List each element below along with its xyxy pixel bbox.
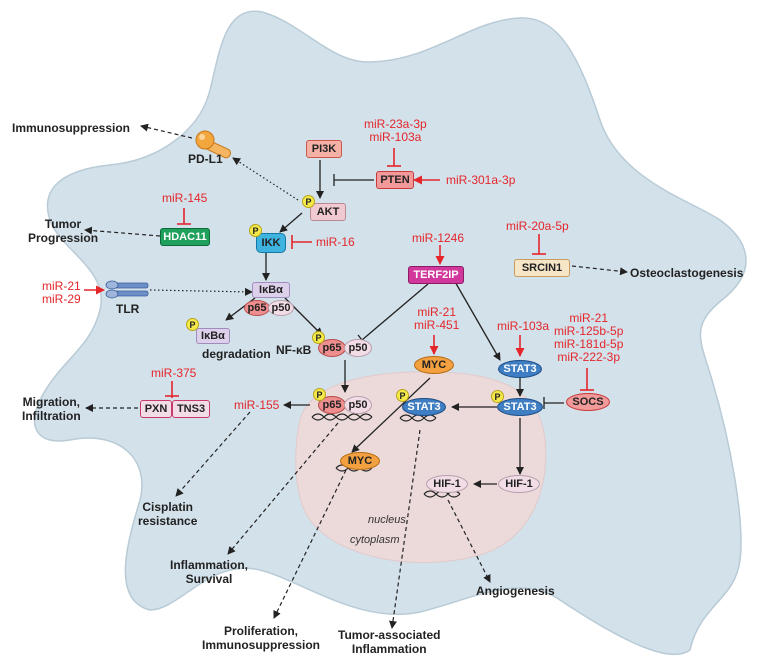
output-migration-infiltration: Migration, Infiltration: [22, 395, 81, 423]
arrow-nfkb-inflammation: [227, 422, 339, 555]
nfkb-p50-node: p50: [344, 339, 372, 357]
p50-node: p50: [268, 300, 294, 316]
nuclear-p50-node: p50: [344, 396, 372, 414]
output-angiogenesis: Angiogenesis: [476, 584, 555, 598]
arrow-mir155-cisplatin: [175, 411, 251, 497]
arrow-akt-pdl1: [232, 157, 299, 201]
inhibit-terf2ip-nfkb: [361, 283, 429, 341]
mirna-21-29: miR-21 miR-29: [42, 279, 81, 306]
pdl1-label: PD-L1: [188, 152, 223, 166]
tns3-node: TNS3: [172, 400, 210, 418]
phospho-nuc-nfkb-icon: P: [313, 388, 326, 401]
hif1-nuc-node: HIF-1: [426, 475, 468, 493]
phospho-akt-icon: P: [302, 195, 315, 208]
ikba-node: IκBα: [252, 282, 290, 298]
output-tumor-progression: Tumor Progression: [28, 217, 99, 245]
mirna-socs-group: miR-21 miR-125b-5p miR-181d-5p miR-222-3…: [554, 311, 624, 364]
arrow-stat3-inflammation: [389, 429, 421, 629]
cytoplasm-label: cytoplasm: [350, 534, 400, 546]
mirna-16: miR-16: [316, 235, 355, 249]
hdac11-node: HDAC11: [160, 228, 210, 246]
ikk-node: IKK: [256, 233, 286, 253]
mirna-103a: miR-103a: [497, 319, 550, 333]
dna-nfkb-icon: [311, 413, 373, 421]
output-immunosuppression: Immunosuppression: [12, 121, 131, 135]
output-proliferation-immunosuppression: Proliferation, Immunosuppression: [202, 624, 321, 652]
output-tumor-associated-inflammation: Tumor-associated Inflammation: [338, 628, 441, 656]
nucleus-label: nucleus: [368, 514, 406, 526]
nucleus-region: [295, 371, 547, 563]
arrow-myc-nuc: [351, 377, 431, 453]
mirna-155: miR-155: [234, 398, 280, 412]
pi3k-node: PI3K: [306, 140, 342, 158]
cell-membrane: [33, 10, 747, 656]
mirna-21-451: miR-21 miR-451: [414, 305, 460, 332]
tlr-receptor-icon: [105, 280, 149, 299]
p65-node: p65: [244, 300, 270, 316]
myc-node: MYC: [414, 356, 454, 374]
terf2ip-node: TERF2IP: [408, 266, 464, 284]
mirna-375: miR-375: [151, 366, 197, 380]
nuclear-p65-node: p65: [318, 396, 346, 414]
mirna-23a-103a: miR-23a-3p miR-103a: [364, 117, 427, 144]
socs-node: SOCS: [566, 393, 610, 411]
pten-node: PTEN: [376, 171, 414, 189]
nfkb-label: NF-κB: [276, 343, 312, 357]
arrow-hif1-angiogenesis: [447, 499, 491, 583]
output-cisplatin-resistance: Cisplatin resistance: [138, 500, 198, 528]
nuclear-myc-node: MYC: [340, 452, 380, 470]
arrow-terf2ip-stat3: [453, 279, 501, 361]
pxn-node: PXN: [140, 400, 172, 418]
output-degradation: degradation: [202, 347, 271, 361]
mirna-1246: miR-1246: [412, 231, 465, 245]
pdl1-receptor-icon: [195, 130, 232, 159]
phospho-ikk-icon: P: [249, 224, 262, 237]
phospho-nfkb-icon: P: [312, 331, 325, 344]
mirna-301a: miR-301a-3p: [446, 173, 516, 187]
arrow-hdac11-tumor: [84, 226, 161, 237]
arrow-tlr-ikba: [149, 287, 253, 296]
hif1-cyto-node: HIF-1: [498, 475, 540, 493]
ikba-degraded-node: IκBα: [196, 328, 230, 344]
output-inflammation-survival: Inflammation, Survival: [170, 558, 249, 586]
arrow-akt-ikk: [279, 212, 303, 233]
mirna-145: miR-145: [162, 191, 208, 205]
mirna-20a: miR-20a-5p: [506, 219, 569, 233]
stat3-phospho-node: STAT3: [497, 398, 543, 416]
srcin1-node: SRCIN1: [514, 259, 570, 277]
nuclear-stat3-node: STAT3: [402, 398, 446, 416]
output-osteoclastogenesis: Osteoclastogenesis: [630, 266, 744, 280]
akt-node: AKT: [310, 203, 346, 221]
phospho-ikba-icon: P: [186, 318, 199, 331]
tlr-label: TLR: [116, 302, 140, 316]
arrow-pdl1-immunosuppression: [140, 123, 193, 139]
arrow-srcin1-osteo: [571, 265, 628, 276]
stat3-top-node: STAT3: [498, 360, 542, 378]
phospho-nuc-stat3-icon: P: [396, 389, 409, 402]
phospho-stat3-icon: P: [491, 390, 504, 403]
